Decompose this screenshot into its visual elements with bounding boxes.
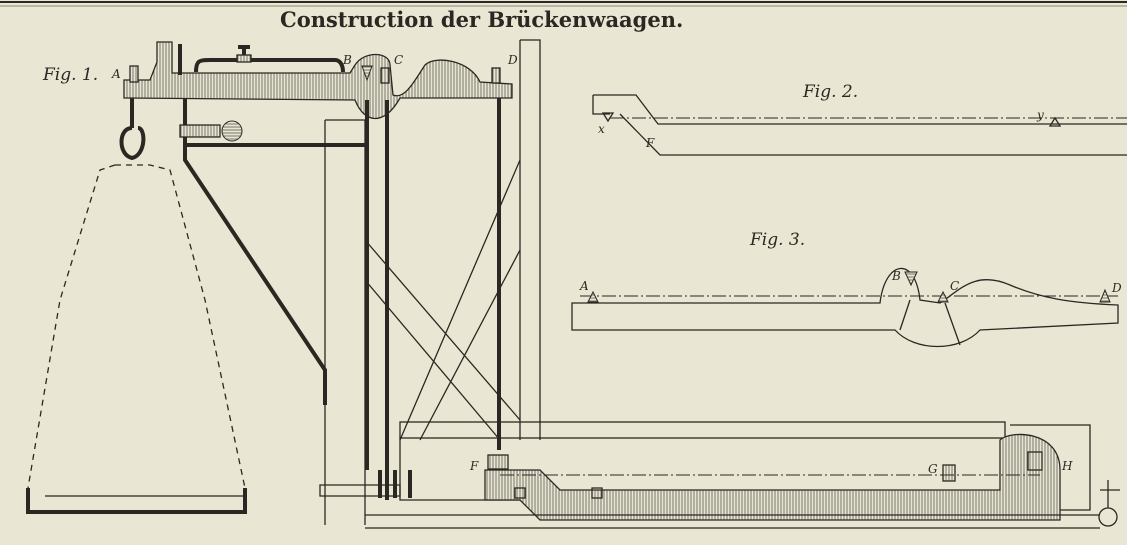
bolt-2 bbox=[591, 487, 603, 499]
frame-posts bbox=[324, 39, 541, 525]
fig2-knife-y bbox=[1048, 116, 1062, 127]
fig2-knife-x bbox=[601, 112, 615, 123]
hook bbox=[119, 98, 146, 161]
weight-platform bbox=[26, 488, 247, 514]
fig2-label-x: x bbox=[598, 122, 605, 136]
lower-lever bbox=[484, 433, 1061, 521]
sliding-weight-ball bbox=[221, 120, 243, 142]
point-label-f: F bbox=[469, 459, 479, 473]
knife-edge-b bbox=[361, 65, 373, 82]
point-label-b: B bbox=[342, 53, 352, 67]
frame-braces bbox=[364, 159, 521, 441]
wheel-bracket bbox=[1100, 480, 1120, 508]
point-label-g: G bbox=[928, 462, 938, 476]
bridge-deck bbox=[399, 421, 1006, 439]
adjust-screw-head bbox=[238, 45, 250, 55]
fig2-lever-outline bbox=[592, 94, 1127, 156]
fig3-label: Fig. 3. bbox=[749, 230, 805, 250]
plate-title: Construction der Brückenwaagen. bbox=[280, 7, 683, 32]
figure-1: Fig. 1. A B C D bbox=[26, 39, 1120, 529]
knife-edge-d bbox=[491, 67, 501, 84]
chain bbox=[27, 164, 246, 489]
figure-2: Fig. 2. x F y bbox=[592, 82, 1127, 156]
fig2-label: Fig. 2. bbox=[802, 82, 858, 102]
lever-beam bbox=[123, 41, 513, 119]
point-label-d: D bbox=[507, 53, 518, 67]
point-label-h: H bbox=[1061, 459, 1073, 473]
point-label-a: A bbox=[111, 67, 121, 81]
base bbox=[319, 484, 1100, 529]
fig3-label-b: B bbox=[891, 269, 901, 283]
figure-3: Fig. 3. A B C D bbox=[571, 230, 1122, 348]
fig2-label-y: y bbox=[1036, 108, 1044, 122]
point-label-c: C bbox=[394, 53, 403, 67]
knife-edge-h bbox=[1027, 451, 1043, 471]
fig3-knife-a bbox=[587, 290, 599, 303]
fig3-knife-b bbox=[904, 271, 918, 287]
fig3-knife-d bbox=[1099, 288, 1111, 303]
fig3-knife-c bbox=[937, 290, 949, 303]
wheel bbox=[1098, 507, 1118, 527]
fig3-label-d: D bbox=[1111, 281, 1122, 295]
sliding-weight bbox=[179, 124, 221, 138]
fig3-label-c: C bbox=[950, 279, 959, 293]
knife-edge-f bbox=[487, 454, 509, 470]
fig3-label-a: A bbox=[579, 279, 589, 293]
suspension-rods bbox=[365, 98, 501, 500]
fig1-label: Fig. 1. bbox=[42, 65, 98, 85]
fig3-lever-outline bbox=[571, 267, 1119, 348]
lever-bracket bbox=[194, 58, 345, 73]
knife-edge-g bbox=[942, 464, 956, 482]
fig3-section-lines bbox=[899, 299, 961, 346]
knife-edge-c bbox=[380, 67, 390, 84]
knife-edge-a bbox=[129, 65, 139, 83]
fig2-label-f: F bbox=[645, 136, 655, 150]
adjust-screw bbox=[236, 54, 252, 63]
bolt-1 bbox=[514, 487, 526, 499]
rod-ends bbox=[378, 470, 412, 498]
